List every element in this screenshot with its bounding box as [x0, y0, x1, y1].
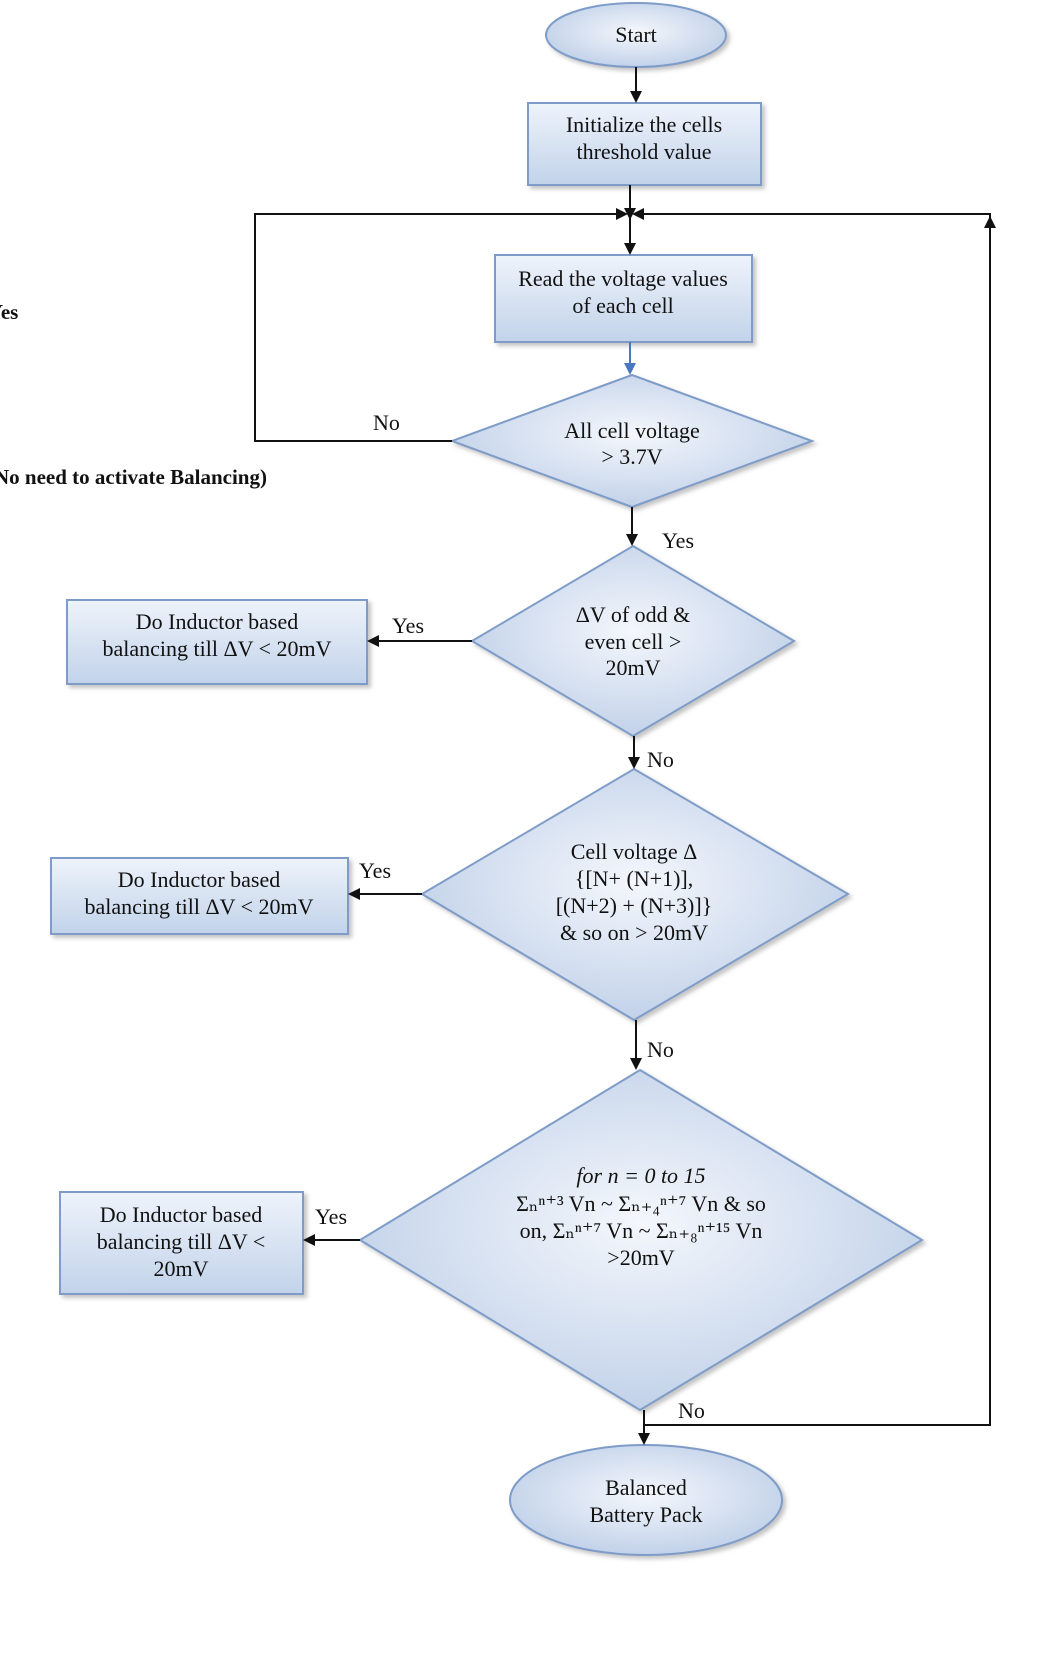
- decision-sum-groups: [358, 1068, 924, 1412]
- decision1-label-line1: All cell voltage: [564, 418, 700, 443]
- end-terminal: [509, 1444, 783, 1556]
- init-label-line1: Initialize the cells: [566, 112, 722, 137]
- action-box-2: [50, 857, 349, 935]
- edge-label-d3-yes: Yes: [359, 858, 391, 883]
- decision3-label-line2: {[N+ (N+1)],: [575, 866, 693, 891]
- decision1-label-line2: > 3.7V: [601, 444, 662, 469]
- init-process-box: [527, 102, 762, 186]
- decision4-label-line3: on, Σₙⁿ⁺⁷ Vn ~ Σₙ₊₈ⁿ⁺¹⁵ Vn: [520, 1218, 763, 1243]
- side-note-no-balancing: No need to activate Balancing): [0, 465, 267, 489]
- end-label-line2: Battery Pack: [589, 1502, 702, 1527]
- decision3-label-line3: [(N+2) + (N+3)]}: [556, 893, 713, 918]
- read-label-line2: of each cell: [572, 293, 673, 318]
- action-box-1: [66, 599, 368, 685]
- side-note-yes-fragment: Yes: [0, 300, 18, 324]
- action-box-3: [59, 1191, 304, 1295]
- action2-label-line2: balancing till ΔV < 20mV: [84, 894, 313, 919]
- action3-label-line1: Do Inductor based: [100, 1202, 263, 1227]
- decision2-label-line1: ΔV of odd &: [576, 602, 691, 627]
- decision4-label-line1: for n = 0 to 15: [576, 1163, 705, 1188]
- action1-label-line2: balancing till ΔV < 20mV: [102, 636, 331, 661]
- read-label-line1: Read the voltage values: [518, 266, 728, 291]
- edge-label-d2-no: No: [647, 747, 674, 772]
- read-process-box: [494, 254, 753, 343]
- decision3-label-line4: & so on > 20mV: [560, 920, 708, 945]
- edge-label-d1-yes: Yes: [662, 528, 694, 553]
- edge-decision1-no-loop: [254, 208, 628, 442]
- edge-label-d3-no: No: [647, 1037, 674, 1062]
- decision4-label-line4: >20mV: [607, 1245, 675, 1270]
- edge-label-d1-no: No: [373, 410, 400, 435]
- edge-decision4-no-loop: [632, 208, 991, 1426]
- edge-label-d4-no: No: [678, 1398, 705, 1423]
- action3-label-line2: balancing till ΔV <: [97, 1229, 266, 1254]
- action1-label-line1: Do Inductor based: [136, 609, 299, 634]
- edge-label-d2-yes: Yes: [392, 613, 424, 638]
- decision2-label-line3: 20mV: [606, 655, 661, 680]
- action2-label-line1: Do Inductor based: [118, 867, 281, 892]
- init-label-line2: threshold value: [576, 139, 711, 164]
- end-label-line1: Balanced: [605, 1475, 687, 1500]
- edge-label-d4-yes: Yes: [315, 1204, 347, 1229]
- action3-label-line3: 20mV: [154, 1256, 209, 1281]
- decision4-label-line2: Σₙⁿ⁺³ Vn ~ Σₙ₊₄ⁿ⁺⁷ Vn & so: [516, 1191, 766, 1216]
- start-label: Start: [615, 22, 657, 47]
- decision2-label-line2: even cell >: [585, 629, 682, 654]
- decision-cell-pairs: [420, 767, 850, 1022]
- decision3-label-line1: Cell voltage Δ: [571, 839, 698, 864]
